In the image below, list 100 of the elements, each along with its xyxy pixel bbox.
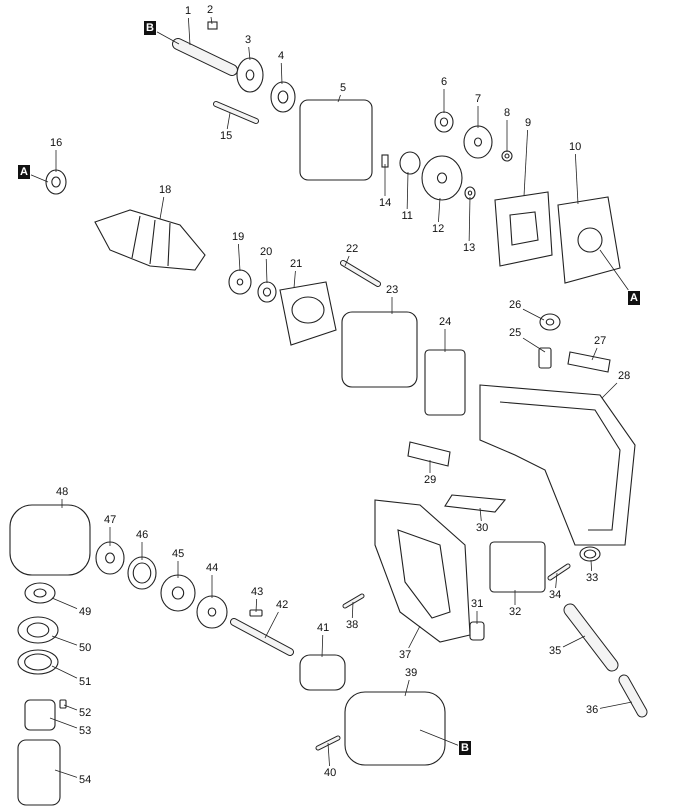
callout-number: 43 xyxy=(250,586,264,598)
callout-number: 23 xyxy=(385,284,400,296)
leader-line xyxy=(54,770,78,778)
leader-line xyxy=(156,31,180,44)
reference-marker: B xyxy=(459,741,471,755)
leader-line xyxy=(468,196,470,242)
gasket-drawing xyxy=(494,191,553,267)
leader-line xyxy=(404,680,410,696)
callout-number: 5 xyxy=(339,82,348,94)
leader-line xyxy=(600,702,632,709)
reference-marker: A xyxy=(18,165,30,179)
leader-line xyxy=(210,16,212,24)
leader-line xyxy=(226,112,230,130)
callout-number: 3 xyxy=(244,34,252,46)
brush-holder-drawing xyxy=(424,349,466,416)
bearing-drawing xyxy=(17,616,59,644)
callout-number: 1 xyxy=(184,5,192,17)
leader-line xyxy=(52,666,78,679)
callout-number: 32 xyxy=(508,606,522,618)
callout-number: 22 xyxy=(345,243,360,255)
bearing-drawing xyxy=(45,169,67,195)
drill-chuck-drawing xyxy=(17,739,61,806)
callout-number: 49 xyxy=(78,606,92,618)
screw-drawing xyxy=(316,736,340,750)
leader-line xyxy=(562,636,586,648)
callout-number: 45 xyxy=(171,548,186,560)
handle-cover-drawing xyxy=(374,499,471,643)
leader-line xyxy=(555,572,558,588)
shaft-drawing xyxy=(230,618,294,656)
gear-drawing xyxy=(421,155,463,201)
leader-line xyxy=(514,590,516,606)
screw-drawing xyxy=(340,260,381,287)
ring-drawing xyxy=(464,186,476,200)
callout-number: 48 xyxy=(55,486,70,498)
leader-line xyxy=(590,560,592,572)
leader-line xyxy=(50,718,78,728)
leader-line xyxy=(522,338,546,352)
coupling-drawing xyxy=(299,654,346,691)
leader-line xyxy=(592,348,598,360)
callout-number: 40 xyxy=(323,767,338,779)
callout-number: 31 xyxy=(470,598,484,610)
spindle-drawing xyxy=(172,38,238,76)
callout-number: 6 xyxy=(440,76,448,88)
ring-nut-drawing xyxy=(196,595,228,629)
leader-line xyxy=(524,130,528,196)
end-cover-drawing xyxy=(557,196,621,284)
callout-number: 8 xyxy=(503,107,512,119)
callout-number: 14 xyxy=(378,197,392,209)
callout-number: 13 xyxy=(462,242,476,254)
leader-line xyxy=(52,598,78,609)
leader-line xyxy=(506,120,508,152)
brush-cap-drawing xyxy=(539,313,561,331)
washer-drawing xyxy=(228,269,252,295)
callout-number: 10 xyxy=(568,141,582,153)
key-drawing xyxy=(207,21,218,30)
leader-line xyxy=(248,46,250,60)
callout-number: 21 xyxy=(289,258,304,270)
leader-line xyxy=(344,256,350,266)
washer-drawing xyxy=(501,150,513,162)
callout-number: 44 xyxy=(205,562,220,574)
callout-number: 12 xyxy=(431,223,446,235)
callout-number: 15 xyxy=(219,130,234,142)
callout-number: 52 xyxy=(78,707,92,719)
leader-line xyxy=(476,610,478,624)
leader-line xyxy=(574,154,578,204)
screw-drawing xyxy=(342,594,364,608)
gear-housing-drawing xyxy=(344,691,446,766)
leader-line xyxy=(420,730,458,746)
bearing-drawing xyxy=(257,281,277,303)
callout-number: 19 xyxy=(231,231,246,243)
callout-number: 27 xyxy=(593,335,608,347)
callout-number: 37 xyxy=(398,649,412,661)
leader-line xyxy=(406,172,408,210)
callout-number: 24 xyxy=(438,316,452,328)
pin-drawing xyxy=(381,154,389,168)
baffle-plate-drawing xyxy=(279,281,337,346)
screw-drawing xyxy=(548,564,570,580)
callout-number: 7 xyxy=(474,93,482,105)
ring-nut-drawing xyxy=(17,649,59,675)
callout-number: 11 xyxy=(400,210,414,222)
carbon-brush-drawing xyxy=(538,347,552,369)
callout-number: 20 xyxy=(259,246,274,258)
leader-line xyxy=(438,198,440,222)
bevel-gear-drawing xyxy=(24,582,56,604)
leader-line xyxy=(522,308,544,320)
callout-number: 47 xyxy=(103,514,118,526)
leader-line xyxy=(160,196,164,220)
switch-drawing xyxy=(489,541,546,593)
callout-number: 51 xyxy=(78,676,92,688)
callout-number: 30 xyxy=(475,522,490,534)
sleeve-drawing xyxy=(399,151,421,175)
callout-number: 28 xyxy=(617,370,632,382)
cord-drawing xyxy=(618,674,648,718)
leader-line xyxy=(444,328,446,352)
callout-number: 4 xyxy=(277,50,286,62)
callout-number: 16 xyxy=(49,137,64,149)
leader-line xyxy=(328,742,330,766)
label-sticker-drawing xyxy=(567,351,611,373)
leader-line xyxy=(352,602,354,618)
leader-line xyxy=(600,250,629,290)
